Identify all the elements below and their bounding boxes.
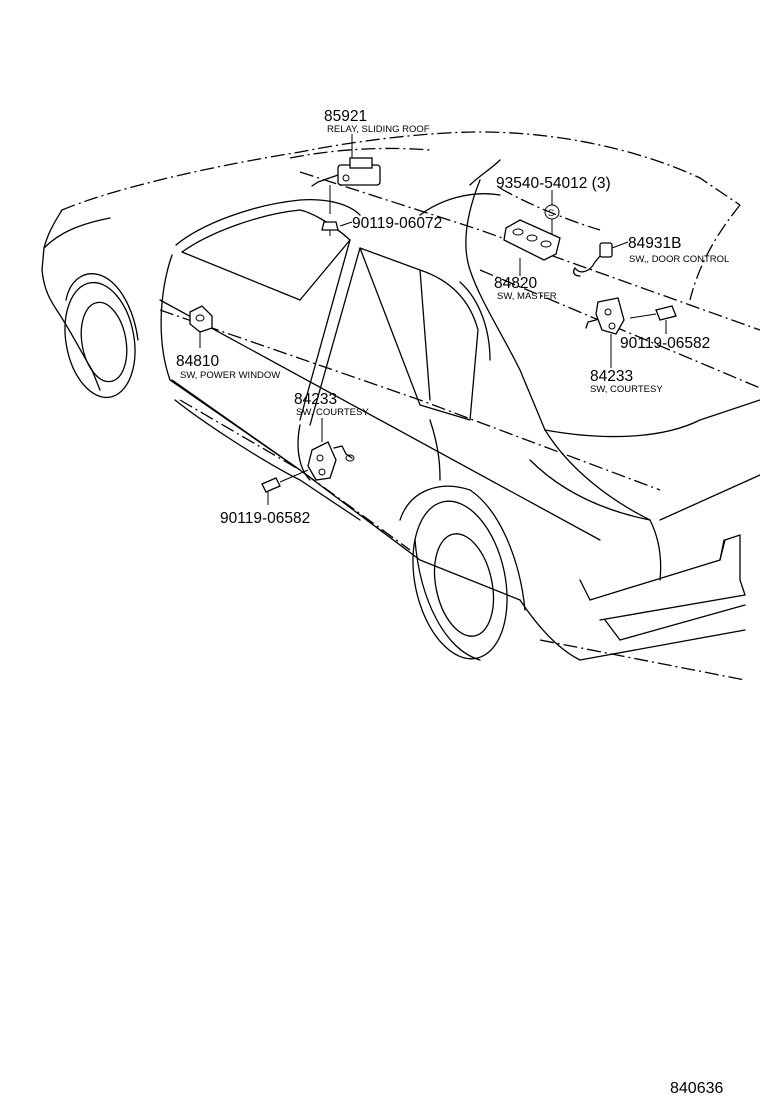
part-desc-master-switch: SW, MASTER [497, 291, 557, 302]
callout-relay-sliding-roof: 85921 RELAY, SLIDING ROOF [324, 108, 430, 135]
power-window-switch-part [189, 305, 213, 348]
leader-lines [351, 134, 612, 368]
front-courtesy-switch-part [307, 418, 355, 481]
part-desc-power-window: SW, POWER WINDOW [180, 370, 280, 381]
part-number-90119-06072: 90119-06072 [352, 215, 442, 232]
callout-power-window-switch: 84810 SW, POWER WINDOW [176, 353, 280, 381]
callout-master-switch: 84820 SW, MASTER [494, 275, 557, 302]
front-bolt-part [261, 469, 309, 505]
bolt-roof-part [321, 221, 353, 236]
screw-symbol-label: S [548, 208, 554, 219]
part-number-84233-front: 84233 [294, 391, 337, 408]
part-desc-courtesy-rear: SW, COURTESY [590, 384, 663, 395]
callout-bolt-roof: 90119-06072 [352, 215, 442, 232]
callout-front-courtesy-switch: 84233 SW, COURTESY [294, 391, 369, 418]
master-switch-part [503, 219, 561, 272]
rear-courtesy-switch-part [585, 297, 625, 362]
callout-rear-courtesy-switch: 84233 SW, COURTESY [590, 368, 663, 395]
part-desc-relay-sliding-roof: RELAY, SLIDING ROOF [327, 124, 430, 135]
door-control-switch-part [573, 241, 629, 277]
callout-front-bolt: 90119-06582 [220, 510, 310, 527]
rear-bolt-part [629, 305, 677, 334]
figure-reference-number: 840636 [670, 1080, 723, 1097]
part-number-84810: 84810 [176, 353, 219, 370]
part-desc-door-control: SW,, DOOR CONTROL [629, 254, 729, 265]
part-number-90119-06582-front: 90119-06582 [220, 510, 310, 527]
relay-sliding-roof-part [311, 157, 381, 214]
part-number-84820: 84820 [494, 275, 537, 292]
callout-rear-bolt: 90119-06582 [620, 335, 710, 352]
part-number-84233-rear: 84233 [590, 368, 633, 385]
part-desc-courtesy-front: SW, COURTESY [296, 407, 369, 418]
screw-symbol: S [544, 190, 560, 234]
part-number-84931b: 84931B [628, 235, 681, 252]
part-number-90119-06582-rear: 90119-06582 [620, 335, 710, 352]
part-number-93540-54012: 93540-54012 (3) [496, 175, 611, 192]
callout-screw-master: 93540-54012 (3) [496, 175, 611, 192]
callout-door-control-switch: 84931B SW,, DOOR CONTROL [628, 235, 729, 265]
part-number-85921: 85921 [324, 108, 367, 125]
